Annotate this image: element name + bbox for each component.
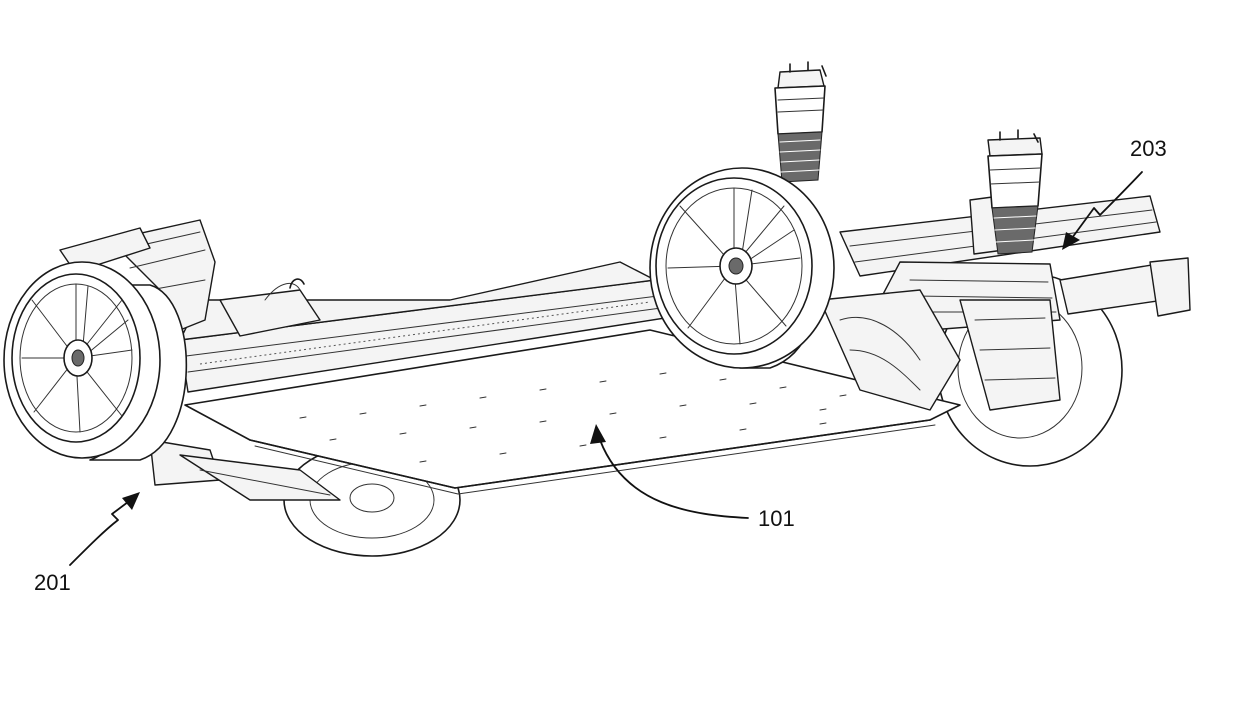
reference-numeral-203: 203 bbox=[1130, 136, 1167, 161]
reference-numeral-201: 201 bbox=[34, 570, 71, 595]
leader-201 bbox=[69, 492, 140, 566]
floor-bolt-marks bbox=[299, 372, 847, 463]
leader-101 bbox=[590, 424, 749, 519]
front-subframe bbox=[59, 219, 341, 501]
air-spring-front bbox=[774, 61, 827, 183]
leader-203 bbox=[1062, 171, 1143, 250]
rear-near-wheel bbox=[649, 167, 835, 369]
battery-pack-floor bbox=[184, 329, 961, 495]
reference-numeral-101: 101 bbox=[758, 506, 795, 531]
front-left-wheel bbox=[3, 261, 188, 461]
air-spring-rear bbox=[987, 129, 1043, 255]
